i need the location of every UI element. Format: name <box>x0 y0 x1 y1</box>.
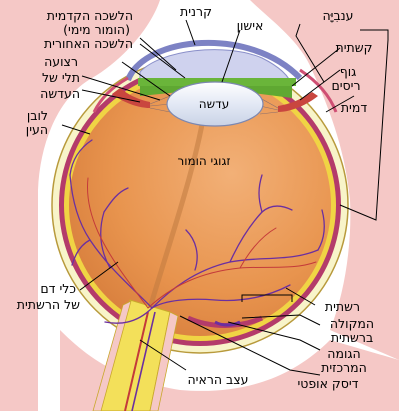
label-iris: קשתית <box>336 40 373 55</box>
label-anterior-chamber-2: (הומור מימי) <box>63 22 130 37</box>
label-pupil: אישון <box>237 18 264 33</box>
label-retinal-vessels-2: של הרשתית <box>17 297 80 312</box>
label-conjunctiva: ענבִיָּה <box>322 8 353 23</box>
label-ciliary-2: ריסים <box>331 78 360 93</box>
label-zonule-1: רצועה <box>44 54 78 69</box>
label-zonule-3: העדשה <box>40 86 80 101</box>
label-posterior-chamber: הלשכה האחורית <box>44 36 133 51</box>
label-macula-2: המרכזית <box>321 360 367 375</box>
label-optic-disc: דיסק אופטי <box>297 376 358 391</box>
label-zonule-2: תלי של <box>42 70 80 85</box>
label-ciliary-1: גוף <box>340 64 357 79</box>
label-retinal-vessels-1: כלי דם <box>40 281 76 296</box>
label-fovea-2: ברשתית <box>331 330 373 345</box>
label-sclera-white-2: העין <box>26 122 48 137</box>
label-sclera-white-1: לובן <box>27 108 48 123</box>
label-fovea-1: המקולה <box>330 316 374 331</box>
label-cornea: קרנית <box>180 4 212 19</box>
label-macula-1: הגומה <box>327 346 360 361</box>
label-retina: רשתית <box>325 299 360 314</box>
label-anterior-chamber-1: הלשכה הקדמית <box>47 8 133 23</box>
label-vitreous: זגוגי הומור <box>177 154 230 168</box>
label-choroid: דמית <box>341 100 368 115</box>
label-lens[interactable]: עדשה <box>199 97 229 111</box>
label-optic-nerve: עצב הראיה <box>188 372 249 387</box>
